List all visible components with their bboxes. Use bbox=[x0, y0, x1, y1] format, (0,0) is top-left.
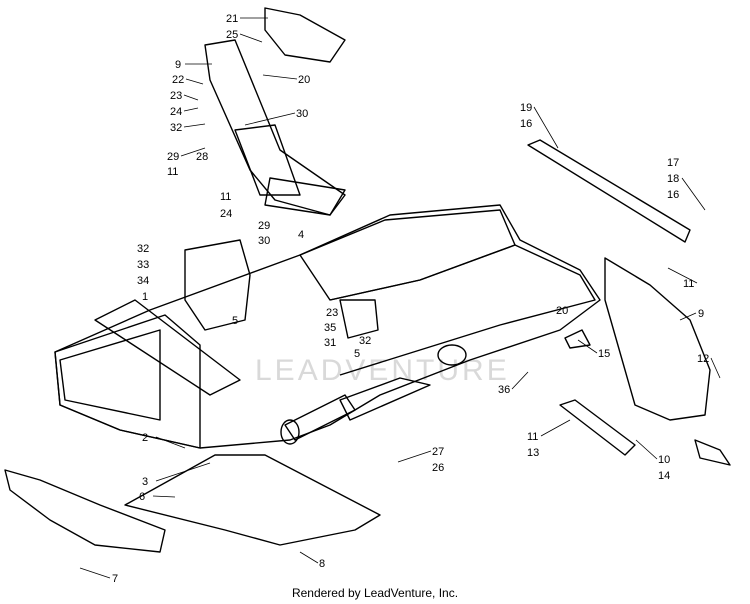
callout-32: 32 bbox=[359, 335, 371, 347]
callout-2: 2 bbox=[142, 432, 148, 444]
callout-14: 14 bbox=[658, 470, 670, 482]
callout-16: 16 bbox=[667, 189, 679, 201]
callout-24: 24 bbox=[170, 106, 182, 118]
side-panel-right bbox=[604, 257, 711, 421]
callout-9: 9 bbox=[175, 59, 181, 71]
callout-11: 11 bbox=[527, 431, 538, 443]
chassis-rail bbox=[329, 244, 596, 376]
frame-cutout bbox=[437, 344, 467, 366]
callout-11: 11 bbox=[683, 278, 694, 290]
callout-35: 35 bbox=[324, 322, 336, 334]
callout-30: 30 bbox=[296, 108, 308, 120]
callout-4: 4 bbox=[298, 229, 304, 241]
callout-5: 5 bbox=[354, 348, 360, 360]
callout-13: 13 bbox=[527, 447, 539, 459]
callout-12: 12 bbox=[697, 353, 709, 365]
callout-35: 34 bbox=[137, 275, 149, 287]
callout-23: 23 bbox=[170, 90, 182, 102]
skid-plate bbox=[4, 469, 166, 553]
callout-16: 16 bbox=[520, 118, 532, 130]
callout-28: 28 bbox=[196, 151, 208, 163]
callout-22: 22 bbox=[172, 74, 184, 86]
front-bulkhead bbox=[54, 314, 201, 449]
callout-11: 11 bbox=[167, 166, 178, 178]
callout-5: 5 bbox=[232, 315, 238, 327]
steering-post-foot bbox=[264, 177, 346, 216]
steering-tube bbox=[284, 394, 356, 441]
callout-32: 32 bbox=[170, 122, 182, 134]
callout-23: 23 bbox=[326, 307, 338, 319]
callout-24: 24 bbox=[220, 208, 232, 220]
footrest-bracket bbox=[559, 399, 636, 456]
callout-29: 29 bbox=[167, 151, 179, 163]
callout-21: 21 bbox=[226, 13, 238, 25]
callout-3: 3 bbox=[142, 476, 148, 488]
rendered-by-footer: Rendered by LeadVenture, Inc. bbox=[291, 586, 459, 600]
callout-26: 26 bbox=[432, 462, 444, 474]
small-deflector bbox=[564, 329, 591, 349]
callout-1: 1 bbox=[142, 291, 148, 303]
callout-7: 7 bbox=[112, 573, 118, 585]
callout-8: 8 bbox=[319, 558, 325, 570]
callout-33: 32 bbox=[137, 243, 149, 255]
callout-6: 6 bbox=[139, 491, 145, 503]
callout-18: 18 bbox=[667, 173, 679, 185]
frame-gusset bbox=[339, 377, 431, 421]
callout-10: 10 bbox=[658, 454, 670, 466]
callout-20: 20 bbox=[556, 305, 568, 317]
belly-pan bbox=[124, 454, 381, 546]
suspension-arm bbox=[94, 299, 241, 396]
callout-15: 15 bbox=[598, 348, 610, 360]
cross-shaft bbox=[527, 139, 691, 243]
hood-bracket bbox=[264, 7, 346, 63]
steering-tube-end bbox=[280, 419, 300, 445]
callout-9: 9 bbox=[698, 308, 704, 320]
callout-19: 19 bbox=[520, 102, 532, 114]
callout-34: 33 bbox=[137, 259, 149, 271]
callout-11: 11 bbox=[220, 191, 231, 203]
callout-29: 29 bbox=[258, 220, 270, 232]
callout-31: 31 bbox=[324, 337, 336, 349]
engine-mount-bracket bbox=[339, 299, 379, 339]
chassis-side-panel bbox=[299, 209, 516, 301]
steering-post bbox=[204, 39, 346, 216]
footrest-rail bbox=[694, 439, 731, 466]
callout-27: 27 bbox=[432, 446, 444, 458]
engine-mount bbox=[184, 239, 251, 331]
callout-30: 30 bbox=[258, 235, 270, 247]
callout-25: 25 bbox=[226, 29, 238, 41]
callout-17: 17 bbox=[667, 157, 679, 169]
steering-post-plate bbox=[234, 124, 301, 196]
callout-36: 36 bbox=[498, 384, 510, 396]
callout-20: 20 bbox=[298, 74, 310, 86]
